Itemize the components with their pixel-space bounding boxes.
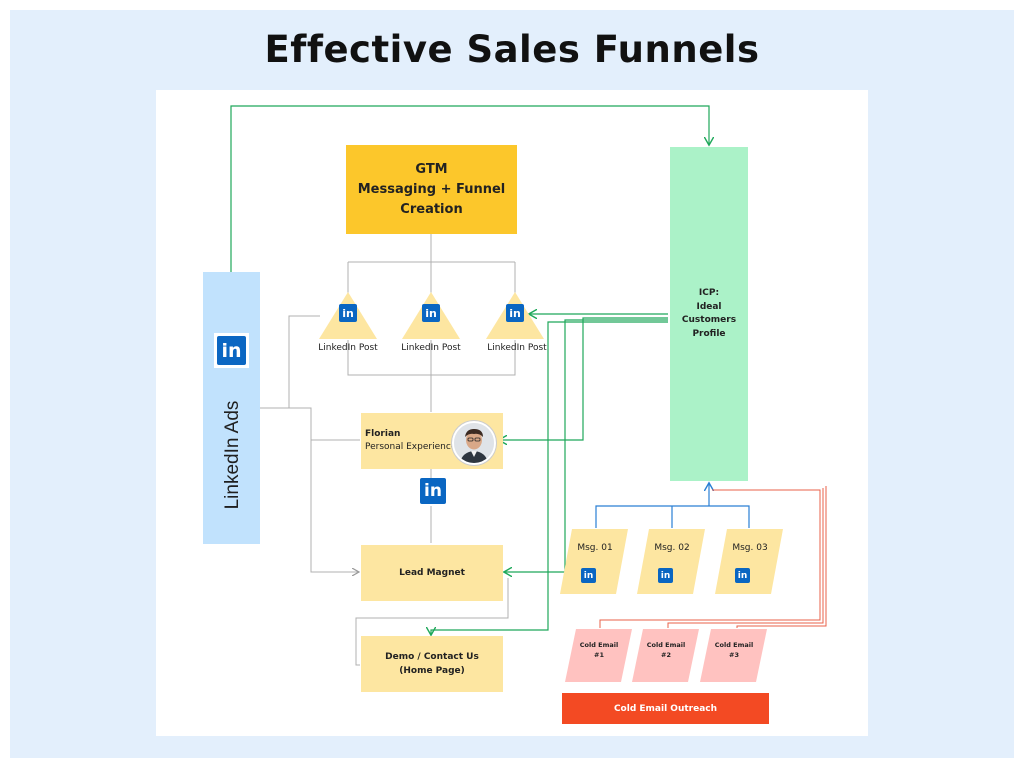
linkedin-icon: in — [581, 568, 596, 583]
demo-contact-box: Demo / Contact Us (Home Page) — [361, 636, 503, 692]
cold-email-label-3: Cold Email #3 — [709, 640, 759, 660]
linkedin-icon: in — [422, 304, 440, 322]
icp-line2: Ideal — [696, 301, 722, 312]
linkedin-ads-label: LinkedIn Ads — [222, 400, 243, 510]
icp-box: ICP: Ideal Customers Profile — [670, 147, 748, 481]
cold-email-1-line2: #1 — [594, 651, 604, 659]
florian-subtitle: Personal Experience — [365, 442, 457, 452]
gtm-line1: GTM — [415, 161, 448, 177]
msg-label-1: Msg. 01 — [577, 543, 613, 553]
linkedin-icon: in — [420, 478, 446, 504]
msg-label-3: Msg. 03 — [732, 543, 768, 553]
cold-email-label-2: Cold Email #2 — [641, 640, 691, 660]
avatar-illustration — [454, 423, 494, 463]
demo-line1: Demo / Contact Us — [385, 652, 479, 662]
linkedin-ads-box — [203, 272, 260, 544]
cold-email-outreach-box: Cold Email Outreach — [562, 693, 769, 724]
cold-email-3-line1: Cold Email — [714, 641, 754, 649]
cold-email-2-line2: #2 — [661, 651, 671, 659]
icp-line3: Customers — [681, 315, 737, 325]
linkedin-icon: in — [217, 336, 246, 365]
linkedin-post-label-1: LinkedIn Post — [318, 343, 378, 353]
demo-line2: (Home Page) — [399, 666, 465, 676]
cold-email-3-line2: #3 — [729, 651, 739, 659]
linkedin-post-label-2: LinkedIn Post — [401, 343, 461, 353]
linkedin-icon: in — [506, 304, 524, 322]
gtm-line2: Messaging + Funnel — [357, 181, 506, 197]
lead-magnet-box: Lead Magnet — [361, 545, 503, 601]
icp-line4: Profile — [692, 328, 726, 339]
gtm-line3: Creation — [400, 201, 463, 217]
linkedin-post-label-3: LinkedIn Post — [487, 343, 547, 353]
avatar — [452, 421, 496, 465]
linkedin-icon: in — [339, 304, 357, 322]
page-title: Effective Sales Funnels — [264, 28, 760, 71]
florian-name: Florian — [365, 429, 401, 439]
icp-line1: ICP: — [698, 288, 720, 298]
msg-label-2: Msg. 02 — [654, 543, 690, 553]
linkedin-icon: in — [658, 568, 673, 583]
cold-email-2-line1: Cold Email — [646, 641, 686, 649]
cold-email-label-1: Cold Email #1 — [574, 640, 624, 660]
linkedin-icon: in — [735, 568, 750, 583]
cold-email-1-line1: Cold Email — [579, 641, 619, 649]
gtm-box: GTM Messaging + Funnel Creation — [346, 145, 517, 234]
